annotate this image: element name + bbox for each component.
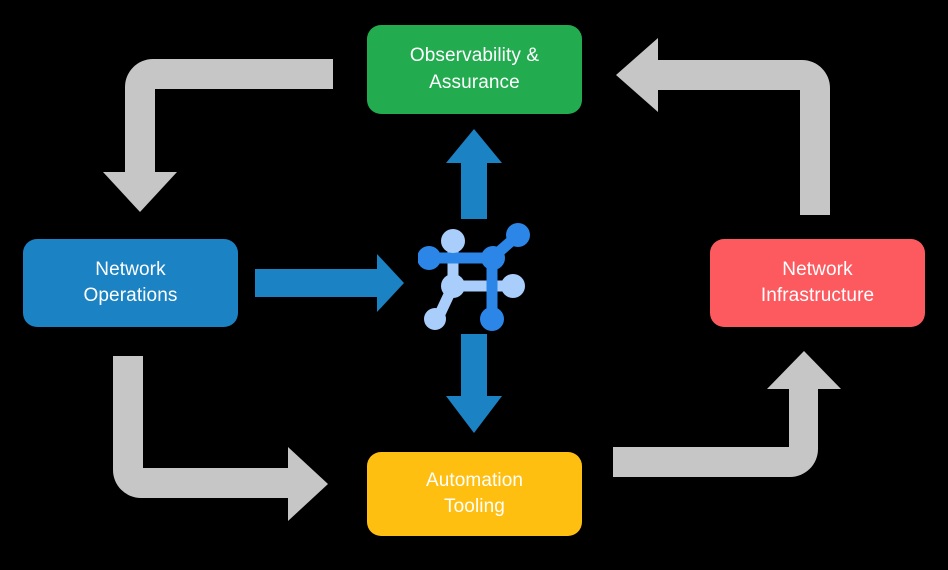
blue-arrow-right	[255, 254, 404, 312]
node-box-network-operations[interactable]: Network Operations	[23, 239, 238, 327]
node-box-automation-tooling[interactable]: Automation Tooling	[367, 452, 582, 536]
network-topology-icon	[418, 223, 530, 331]
gray-elbow-arrow-top-left	[103, 59, 333, 212]
node-box-network-infrastructure[interactable]: Network Infrastructure	[710, 239, 925, 327]
node-box-observability[interactable]: Observability & Assurance	[367, 25, 582, 114]
gray-elbow-arrow-bottom-right	[613, 351, 841, 477]
blue-arrow-up	[446, 129, 502, 219]
blue-arrow-down	[446, 334, 502, 433]
gray-elbow-arrow-top-right	[616, 38, 830, 215]
gray-elbow-arrow-bottom-left	[113, 356, 328, 521]
topology-light-nodes	[424, 229, 525, 330]
topology-strong-nodes	[418, 223, 530, 331]
